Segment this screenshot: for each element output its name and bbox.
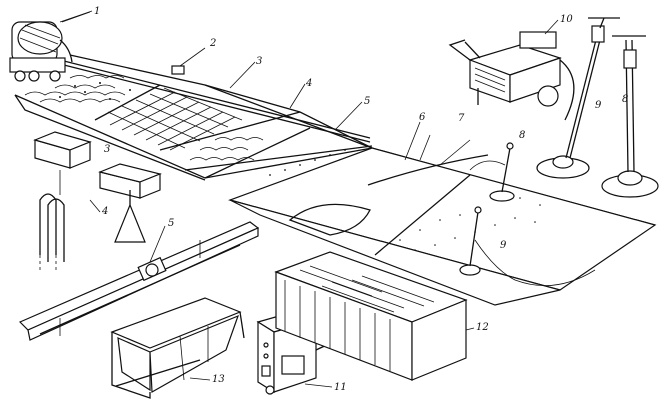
finished-slab bbox=[228, 147, 657, 306]
label-5: 5 bbox=[364, 96, 370, 107]
rail-clamp-detail bbox=[33, 131, 162, 270]
curing-box bbox=[274, 251, 468, 381]
concrete-mixer-truck bbox=[9, 11, 91, 82]
label-3: 3 bbox=[256, 56, 262, 67]
road-marker-device bbox=[171, 47, 206, 75]
fresh-concrete bbox=[189, 137, 346, 181]
label-4: 4 bbox=[305, 78, 312, 89]
label-13: 13 bbox=[212, 374, 225, 385]
label-6: 6 bbox=[419, 112, 426, 123]
label-1: 1 bbox=[94, 6, 100, 17]
label-9-small: 9 bbox=[500, 240, 507, 251]
power-trowel-right bbox=[601, 35, 659, 198]
vibrating-screed bbox=[18, 221, 260, 341]
generator-cart bbox=[448, 31, 575, 121]
label-2: 2 bbox=[209, 38, 216, 49]
plate-vibrator-small bbox=[469, 142, 515, 202]
power-trowel-left bbox=[536, 17, 620, 179]
label-12: 12 bbox=[476, 322, 489, 333]
side-rails bbox=[59, 59, 373, 171]
label-10: 10 bbox=[560, 14, 573, 25]
label-11: 11 bbox=[334, 382, 347, 393]
label-9: 9 bbox=[595, 100, 602, 111]
label-3-detail: 3 bbox=[104, 144, 110, 155]
surface-vibrator bbox=[459, 206, 596, 286]
hose-lines bbox=[367, 134, 489, 186]
label-7: 7 bbox=[458, 113, 465, 124]
label-8: 8 bbox=[622, 94, 628, 105]
reinforcement-mesh bbox=[107, 87, 243, 151]
callout-labels: 1 2 3 4 5 3 4 6 7 8 9 10 9 8 5 12 11 13 bbox=[59, 6, 628, 393]
mesh-basket bbox=[110, 297, 245, 399]
label-8-small: 8 bbox=[519, 130, 525, 141]
gravel-base bbox=[24, 75, 131, 103]
label-4-detail: 4 bbox=[101, 206, 108, 217]
label-5-screed: 5 bbox=[168, 218, 174, 229]
